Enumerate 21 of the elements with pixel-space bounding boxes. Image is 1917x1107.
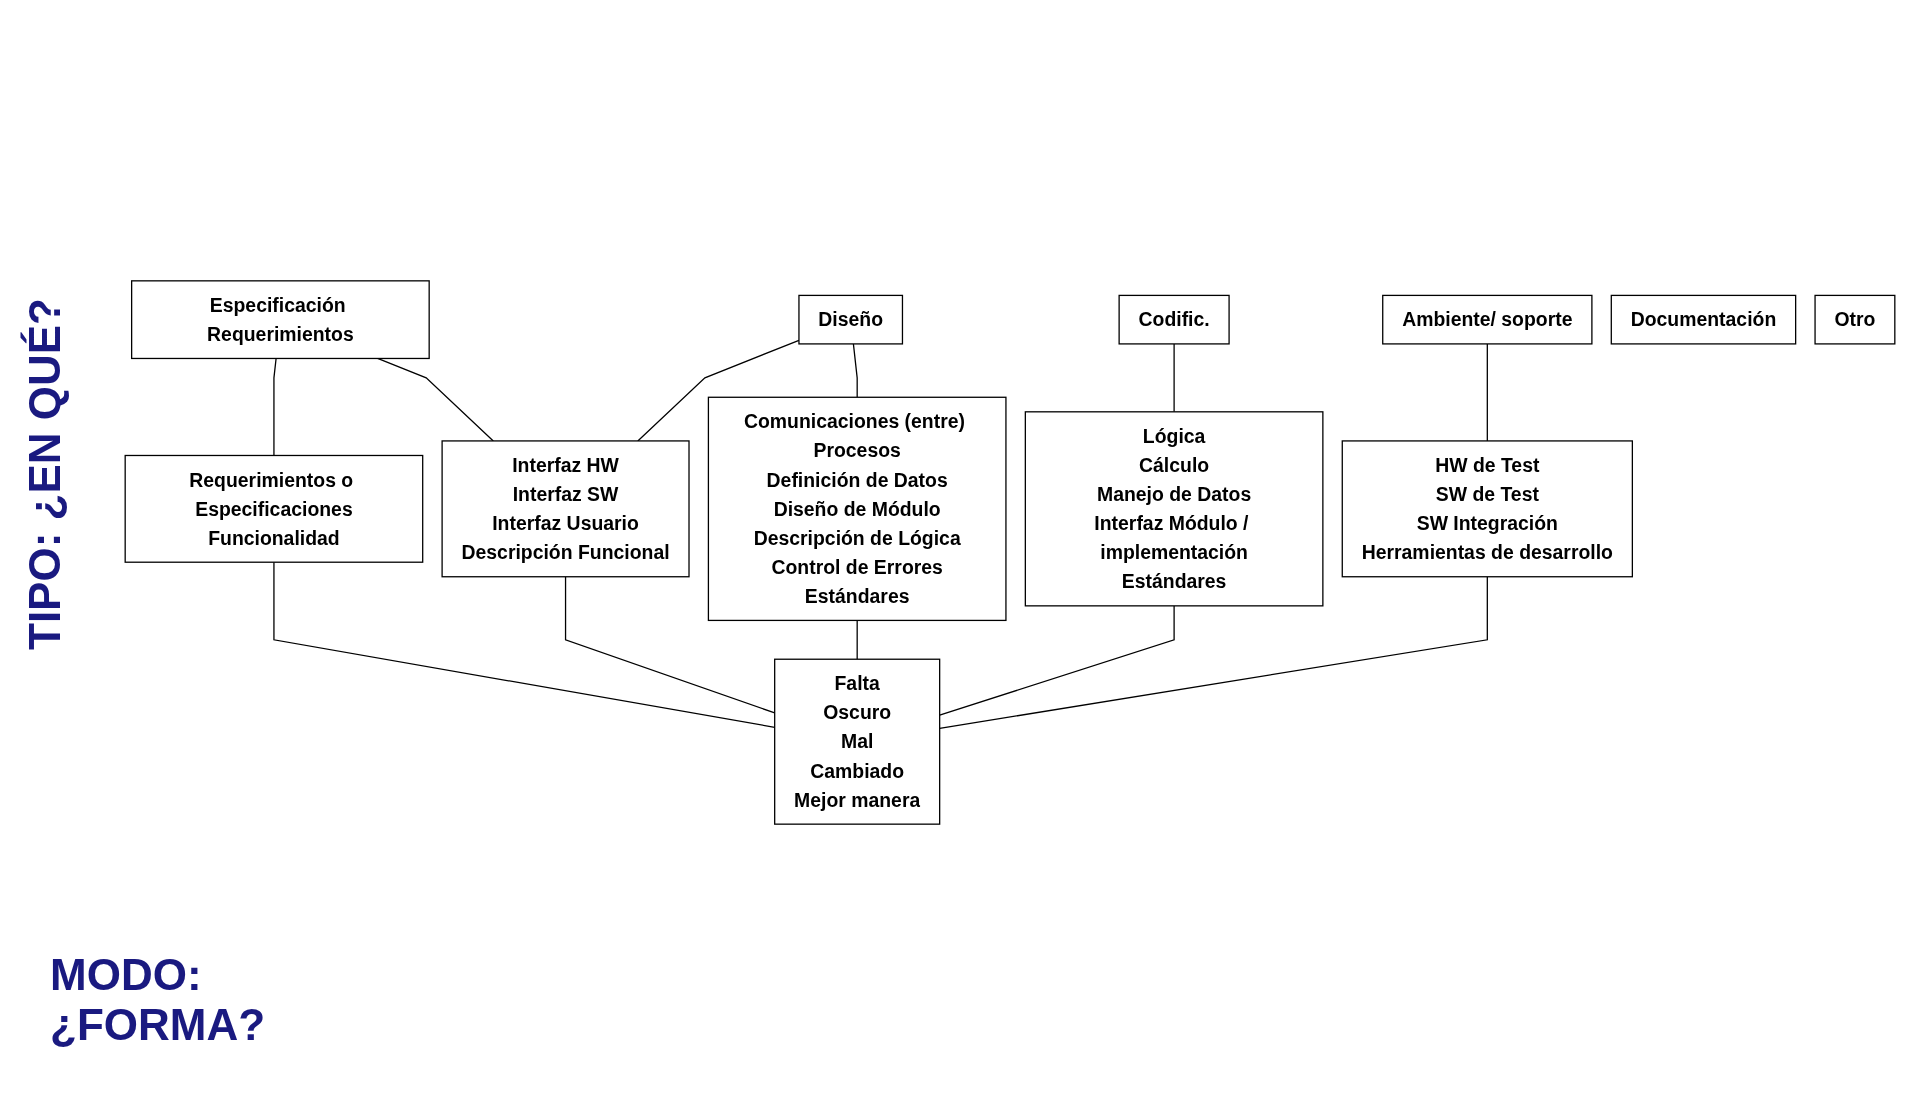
connector xyxy=(939,605,1175,716)
connector xyxy=(1486,343,1488,442)
node-box: Documentación xyxy=(1610,294,1797,345)
node-box: Diseño xyxy=(798,294,904,345)
node-box: Requerimientos o Especificaciones Funcionalidad xyxy=(124,454,424,563)
node-box: Codific. xyxy=(1118,294,1230,345)
node-box: Ambiente/ soporte xyxy=(1382,294,1593,345)
node-box: Interfaz HW Interfaz SW Interfaz Usuario Descripción Funcional xyxy=(441,440,690,578)
node-box: Especificación Requerimientos xyxy=(131,280,430,360)
node-box: HW de Test SW de Test SW Integración Herramientas de desarrollo xyxy=(1341,440,1633,578)
node-box: Otro xyxy=(1814,294,1896,345)
side-label: TIPO: ¿EN QUÉ? xyxy=(20,298,70,650)
node-box: Comunicaciones (entre) Procesos Definición de Datos Diseño de Módulo Descripción de Lógica Control de Errores Estándares xyxy=(707,396,1007,622)
connector xyxy=(273,357,277,457)
connector xyxy=(939,576,1488,729)
connector xyxy=(856,619,858,660)
side-label: MODO: ¿FORMA? xyxy=(50,950,267,1050)
node-box: Falta Oscuro Mal Cambiado Mejor manera xyxy=(774,658,941,825)
connector xyxy=(852,343,858,398)
connector xyxy=(1173,343,1175,413)
node-box: Lógica Cálculo Manejo de Datos Interfaz Módulo / implementación Estándares xyxy=(1024,411,1324,607)
